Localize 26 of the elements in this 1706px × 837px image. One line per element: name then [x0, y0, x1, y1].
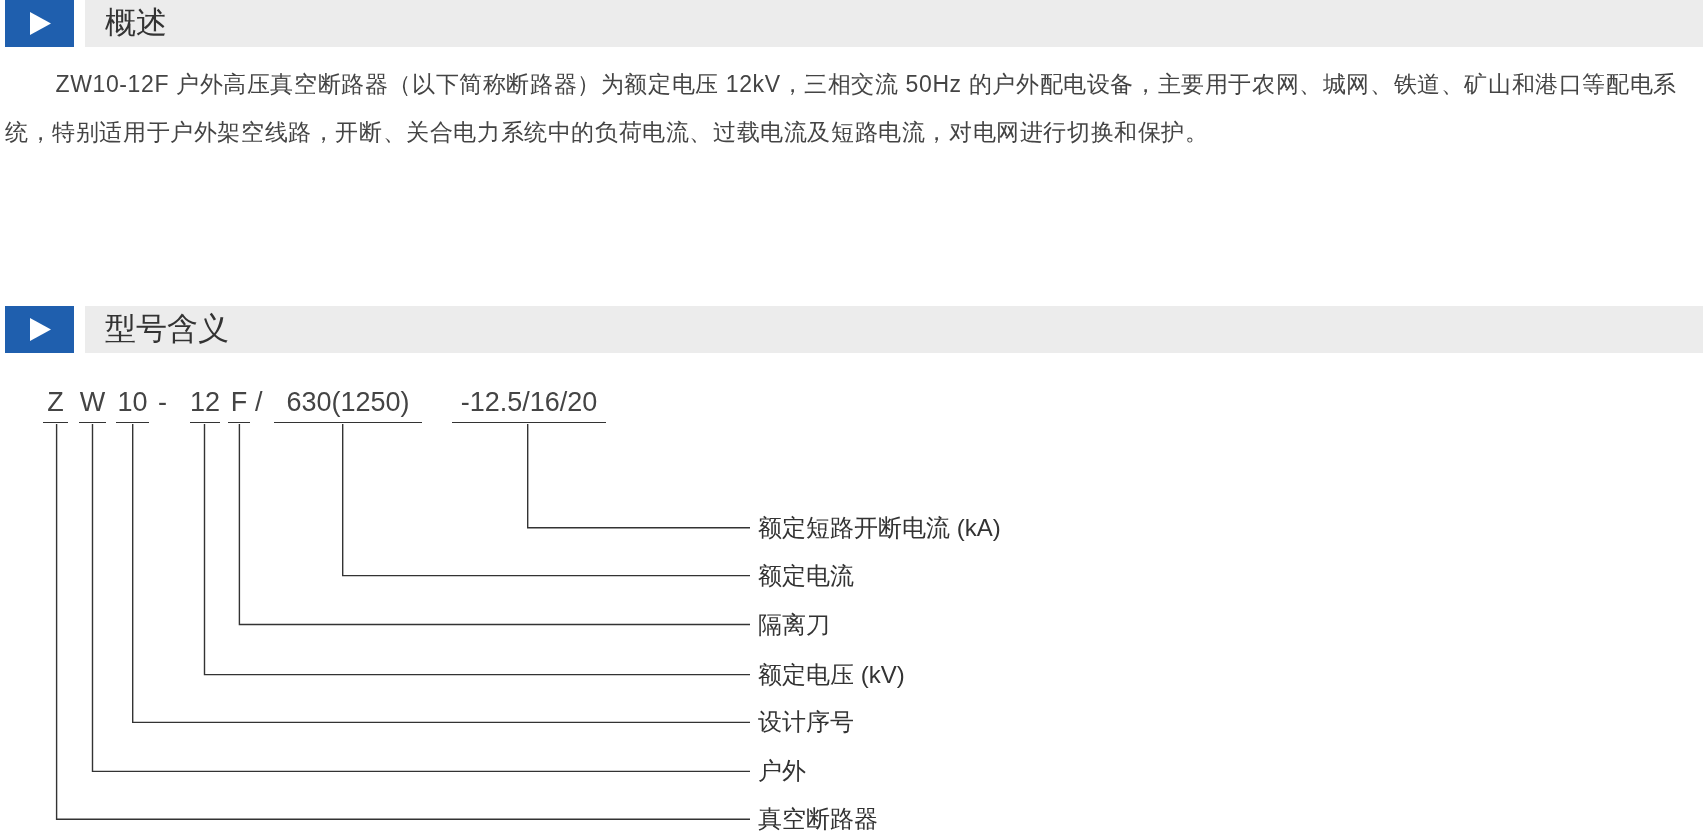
code-segment: W	[79, 384, 106, 423]
code-segment: 10	[116, 384, 149, 423]
field-label: 设计序号	[750, 705, 854, 740]
field-label: 隔离刀	[750, 607, 830, 642]
leader-line	[342, 423, 751, 577]
code-segment: Z	[43, 384, 68, 423]
leader-line	[238, 423, 751, 626]
leader-line	[527, 423, 751, 529]
code-segment: 630(1250)	[274, 384, 422, 423]
leader-line	[55, 423, 751, 820]
description-paragraph: ZW10-12F 户外高压真空断路器（以下简称断路器）为额定电压 12kV，三相交流 50Hz 的户外配电设备，主要用于农网、城网、铁道、矿山和港口等配电系统，特别适用于户外架空线路，开断、关合电力系统中的负荷电流、过载电流及短路电流，对电网进行切换和保护。	[5, 70, 1678, 147]
section-heading: 型号含义	[105, 310, 229, 348]
separator-symbol: -	[158, 386, 167, 419]
leader-line	[91, 423, 751, 773]
leader-line	[132, 423, 751, 724]
field-label: 户外	[750, 754, 806, 789]
section-heading: 概述	[105, 4, 167, 42]
code-segment: F	[228, 384, 250, 423]
field-label: 额定电流	[750, 558, 854, 593]
field-label: 额定短路开断电流 (kA)	[750, 510, 1001, 545]
leader-line	[203, 423, 751, 676]
code-segment: 12	[190, 384, 220, 423]
separator-symbol: /	[255, 386, 263, 419]
field-label: 额定电压 (kV)	[750, 657, 905, 692]
code-segment: -12.5/16/20	[452, 384, 606, 423]
field-label: 真空断路器	[750, 802, 878, 837]
